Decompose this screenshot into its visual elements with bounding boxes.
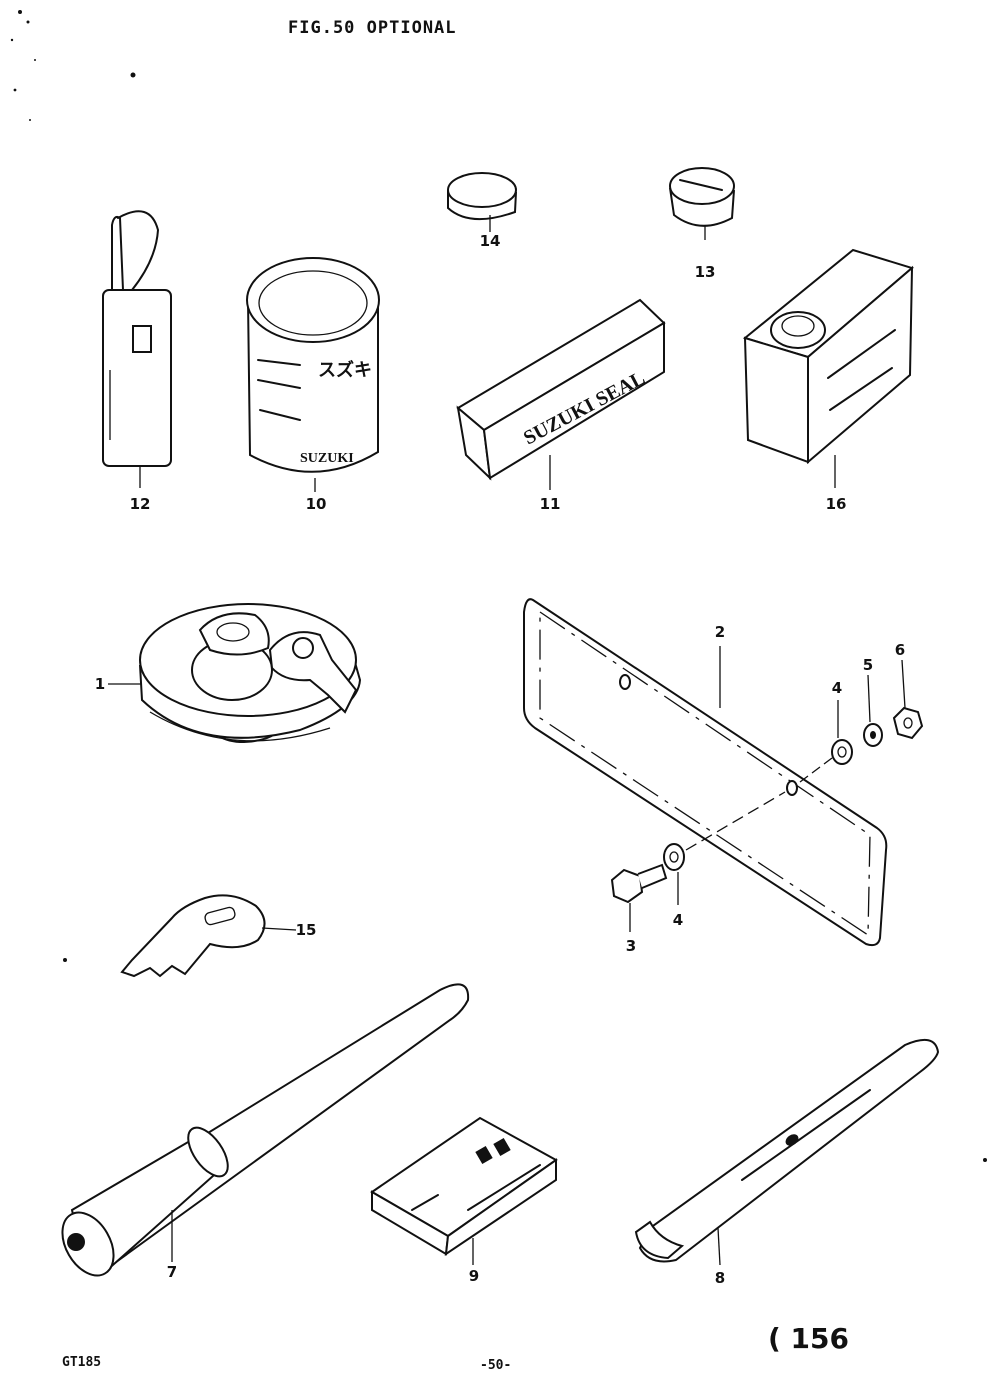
part-4-washer-lower (663, 791, 786, 905)
figure-title: FIG.50 OPTIONAL (288, 18, 457, 38)
part-3-bolt (610, 863, 668, 932)
part-16-tin (742, 248, 915, 488)
part-11-seal-box: SUZUKI SEAL (456, 298, 666, 490)
callout-2: 2 (714, 623, 726, 641)
callout-8: 8 (714, 1269, 726, 1287)
callout-4-lower: 4 (672, 911, 684, 929)
part-8-tire-lever (634, 1038, 940, 1266)
part-12-oil-can (102, 210, 172, 488)
can-brand-label: SUZUKI (300, 451, 354, 466)
callout-10: 10 (305, 495, 327, 513)
reference-number: ( 156 (768, 1322, 849, 1355)
can-japanese-label: スズキ (318, 359, 372, 380)
callout-9: 9 (468, 1267, 480, 1285)
callout-15: 15 (295, 921, 317, 939)
part-14-cap (447, 172, 517, 232)
part-13-plug (669, 167, 735, 240)
model-code: GT185 (62, 1355, 102, 1370)
callout-7: 7 (166, 1263, 178, 1281)
callout-16: 16 (825, 495, 847, 513)
callout-13: 13 (694, 263, 716, 281)
part-5-lockwasher (863, 674, 883, 747)
callout-1: 1 (94, 675, 106, 693)
part-7-pump (61, 983, 470, 1277)
callout-14: 14 (479, 232, 501, 250)
scan-noise (10, 10, 987, 1162)
part-1-fuel-cap (108, 603, 362, 744)
page-number: -50- (480, 1358, 512, 1373)
part-4-washer-upper (799, 700, 853, 783)
callout-5: 5 (862, 656, 874, 674)
part-2-plate (523, 598, 888, 947)
callout-4-upper: 4 (831, 679, 843, 697)
callout-3: 3 (625, 937, 637, 955)
callout-11: 11 (539, 495, 561, 513)
part-10-grease-can: スズキ SUZUKI (246, 257, 380, 492)
callout-12: 12 (129, 495, 151, 513)
callout-6: 6 (894, 641, 906, 659)
part-6-nut (892, 659, 924, 740)
part-9-pouch (370, 1116, 558, 1265)
part-15-key (120, 894, 297, 978)
